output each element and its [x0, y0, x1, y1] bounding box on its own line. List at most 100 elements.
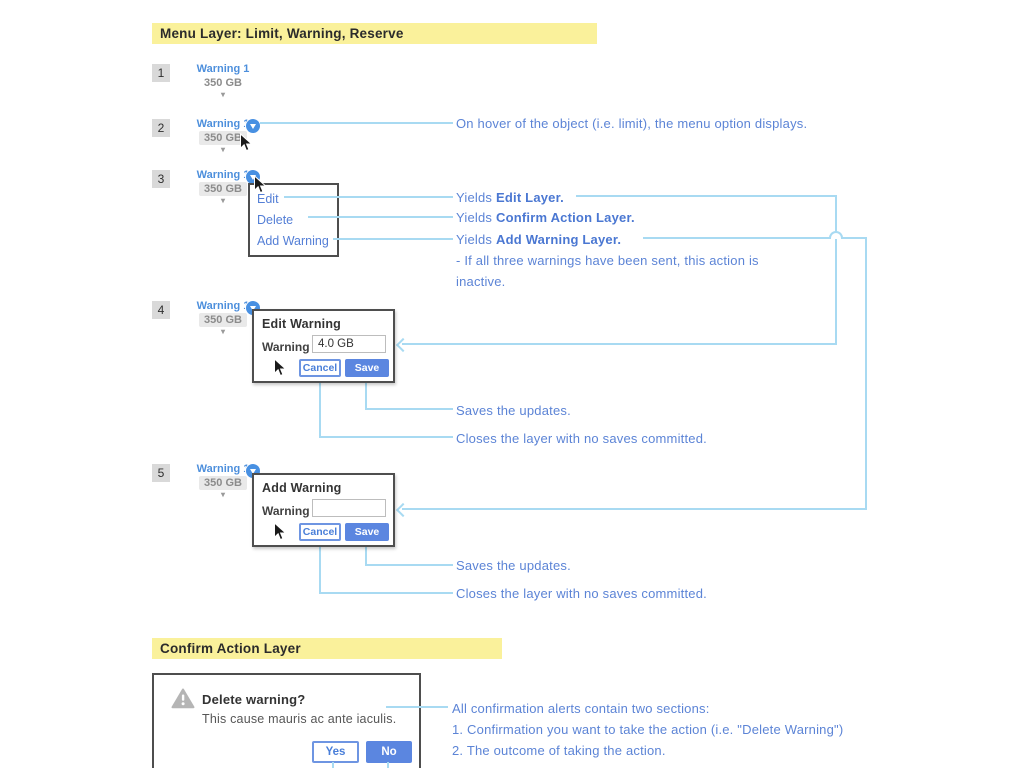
cancel-button[interactable]: Cancel — [299, 523, 341, 541]
warning-object-step4: Warning 1 350 GB ▾ — [194, 300, 252, 336]
step-number-2: 2 — [152, 119, 170, 137]
section-title-menu-layer: Menu Layer: Limit, Warning, Reserve — [152, 23, 597, 44]
warning-link[interactable]: Warning 1 — [196, 300, 250, 312]
warning-value: 350 GB — [199, 182, 247, 196]
yes-button[interactable]: Yes — [312, 741, 359, 763]
dialog-title: Add Warning — [262, 481, 342, 495]
warning-triangle-icon — [171, 688, 195, 709]
connector-line — [333, 238, 453, 240]
caret-down-icon: ▾ — [220, 490, 225, 499]
arrowhead-left — [395, 337, 411, 353]
cancel-button[interactable]: Cancel — [299, 359, 341, 377]
caret-down-icon: ▾ — [220, 90, 225, 99]
no-button[interactable]: No — [366, 741, 412, 763]
warning-object-step3: Warning 1 350 GB ▾ — [194, 169, 252, 205]
confirm-dialog: Delete warning? This cause mauris ac ant… — [152, 673, 421, 768]
annotation-prefix: Yields — [456, 210, 493, 225]
annotation-saves: Saves the updates. — [456, 403, 571, 418]
warning-link[interactable]: Warning 1 — [196, 63, 250, 75]
annotation-confirm-2: 1. Confirmation you want to take the act… — [452, 722, 844, 737]
step-number-1: 1 — [152, 64, 170, 82]
menu-item-add-warning[interactable]: Add Warning — [257, 234, 329, 248]
warning-value: 350 GB — [199, 476, 247, 490]
warning-value: 350 GB — [204, 77, 242, 89]
annotation-saves: Saves the updates. — [456, 558, 571, 573]
step-number-5-label: 5 — [157, 466, 165, 480]
annotation-closes: Closes the layer with no saves committed… — [456, 586, 707, 601]
edit-warning-dialog: Edit Warning Warning Cancel Save — [252, 309, 395, 383]
warning-link[interactable]: Warning 1 — [196, 463, 250, 475]
context-menu: Edit Delete Add Warning — [248, 183, 339, 257]
arrowhead-left — [395, 502, 411, 518]
connector-line — [308, 216, 453, 218]
step-number-3: 3 — [152, 170, 170, 188]
save-button[interactable]: Save — [345, 359, 389, 377]
annotation-confirm-1: All confirmation alerts contain two sect… — [452, 701, 710, 716]
step-number-3-label: 3 — [157, 172, 165, 186]
connector-line — [319, 592, 453, 594]
connector-line — [365, 564, 453, 566]
caret-down-icon: ▾ — [220, 196, 225, 205]
add-warning-dialog: Add Warning Warning Cancel Save — [252, 473, 395, 547]
connector-line — [365, 383, 367, 410]
save-button[interactable]: Save — [345, 523, 389, 541]
caret-down-icon: ▾ — [220, 145, 225, 154]
warning-object-step1: Warning 1 350 GB ▾ — [194, 63, 252, 99]
step-number-5: 5 — [152, 464, 170, 482]
annotation-hover: On hover of the object (i.e. limit), the… — [456, 116, 808, 131]
menu-item-delete[interactable]: Delete — [257, 213, 294, 227]
annotation-strong: Add Warning Layer. — [496, 232, 622, 247]
connector-line-hop — [829, 231, 843, 239]
caret-down-icon: ▾ — [220, 327, 225, 336]
dropdown-menu-icon[interactable] — [246, 119, 260, 133]
warning-input[interactable] — [312, 335, 386, 353]
confirm-body: This cause mauris ac ante iaculis. — [202, 712, 397, 726]
annotation-closes: Closes the layer with no saves committed… — [456, 431, 707, 446]
step-number-4: 4 — [152, 301, 170, 319]
warning-input[interactable] — [312, 499, 386, 517]
connector-line — [835, 195, 837, 345]
annotation-confirm-3: 2. The outcome of taking the action. — [452, 743, 666, 758]
warning-link[interactable]: Warning 1 — [196, 169, 250, 181]
cursor-icon — [240, 133, 253, 152]
confirm-heading: Delete warning? — [202, 692, 306, 707]
connector-line — [332, 762, 334, 768]
connector-line — [576, 195, 837, 197]
annotation-inactive-2: inactive. — [456, 274, 506, 289]
warning-object-step2: Warning 1 350 GB ▾ — [194, 118, 252, 154]
connector-line — [643, 237, 867, 239]
connector-line — [319, 383, 321, 438]
warning-link[interactable]: Warning 1 — [196, 118, 250, 130]
cursor-icon — [274, 358, 287, 377]
warning-object-step5: Warning 1 350 GB ▾ — [194, 463, 252, 499]
connector-line — [386, 706, 448, 708]
connector-line — [284, 196, 453, 198]
connector-line — [387, 762, 389, 768]
connector-line — [365, 408, 453, 410]
field-label: Warning — [262, 340, 310, 354]
dialog-title: Edit Warning — [262, 317, 342, 331]
connector-line — [260, 122, 453, 124]
step-number-2-label: 2 — [157, 121, 165, 135]
menu-item-edit[interactable]: Edit — [257, 192, 279, 206]
warning-value: 350 GB — [199, 313, 247, 327]
cursor-icon — [274, 522, 287, 541]
step-number-4-label: 4 — [157, 303, 165, 317]
annotation-strong: Edit Layer. — [496, 190, 564, 205]
connector-line — [319, 547, 321, 594]
field-label: Warning — [262, 504, 310, 518]
connector-line — [402, 343, 837, 345]
annotation-prefix: Yields — [456, 232, 493, 247]
step-number-1-label: 1 — [157, 66, 165, 80]
annotation-inactive-1: - If all three warnings have been sent, … — [456, 253, 759, 268]
annotation-prefix: Yields — [456, 190, 493, 205]
annotation-strong: Confirm Action Layer. — [496, 210, 635, 225]
connector-line — [865, 237, 867, 510]
connector-line — [402, 508, 867, 510]
warning-value: 350 GB — [199, 131, 247, 145]
section-title-confirm-action: Confirm Action Layer — [152, 638, 502, 659]
connector-line — [319, 436, 453, 438]
